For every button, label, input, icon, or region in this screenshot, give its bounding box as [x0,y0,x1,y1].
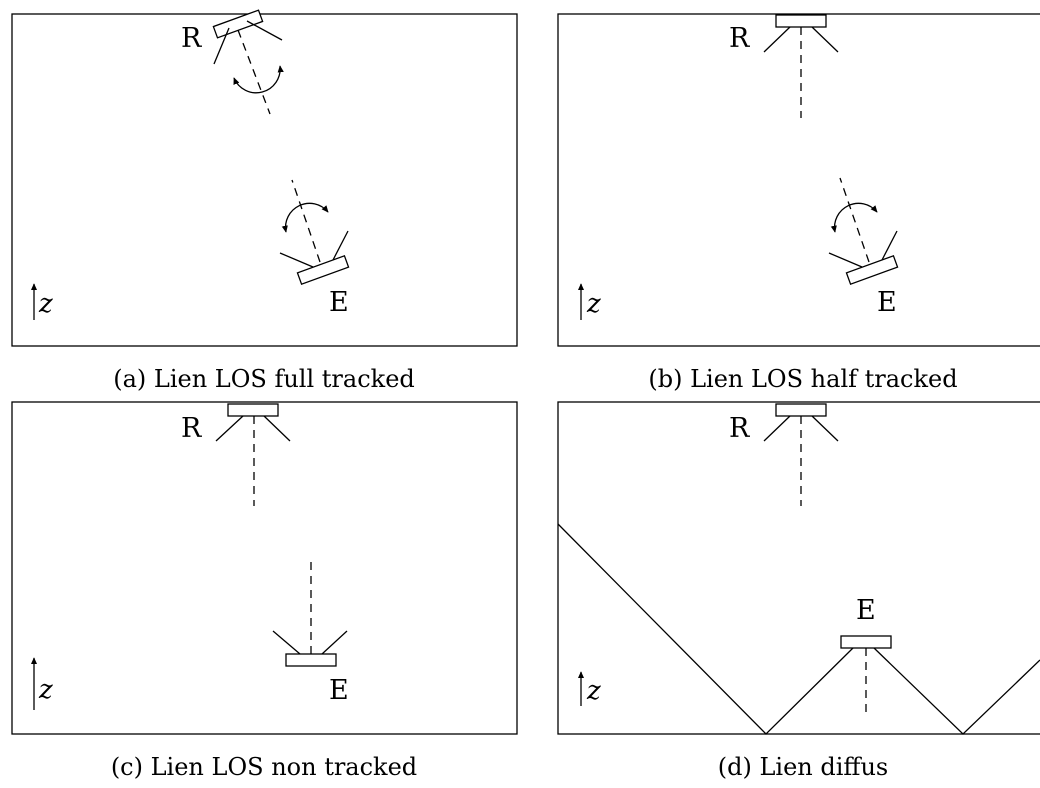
emitter-b-fov-left [828,252,863,268]
caption-d: (d) Lien diffus [718,753,888,781]
z-axis-b-label: z [586,289,601,319]
receiver-c-fov-left [215,415,244,442]
emitter-c-fov-left [272,630,301,655]
emitter-d-body [840,635,892,649]
emitter-b-axis [839,177,870,263]
emitter-a-rotation-arrow [281,202,329,233]
receiver-c-fov-right [263,415,291,442]
z-axis-d-label: z [586,676,601,706]
receiver-c [215,403,291,506]
z-axis-a-label: z [38,289,53,319]
emitter-b-fov-right [881,230,898,261]
panel-c: R E z [11,401,518,735]
panel-a-frame [11,13,518,347]
panel-b: R E z [557,13,1040,347]
caption-c: (c) Lien LOS non tracked [111,753,417,781]
emitter-a-fov-right [332,230,349,261]
receiver-d-body [775,403,827,417]
emitter-b-label: E [877,287,897,318]
panel-b-frame [557,13,1040,347]
receiver-a [212,9,284,115]
emitter-b [828,177,899,286]
panel-c-frame [11,401,518,735]
emitter-c [272,560,348,667]
receiver-a-axis [237,29,271,115]
receiver-b-label: R [729,23,750,54]
receiver-a-rotation-arrow [233,65,284,94]
emitter-b-body [845,254,899,286]
caption-a: (a) Lien LOS full tracked [113,365,415,393]
emitter-a-label: E [329,287,349,318]
receiver-d-fov-left [763,415,791,442]
receiver-c-label: R [181,413,202,444]
emitter-c-fov-right [321,630,348,655]
emitter-a-body [296,254,350,286]
receiver-a-fov-left [213,27,230,65]
receiver-a-body [212,9,264,39]
emitter-c-body [285,653,337,667]
emitter-d [840,635,892,718]
diffuse-ray-right [873,647,1040,735]
receiver-d-fov-right [811,415,839,442]
emitter-a-axis [291,179,321,263]
emitter-a-fov-left [279,252,314,268]
panel-a: R E z [11,9,518,347]
panel-d: R E z [557,401,1040,735]
receiver-a-fov-right [246,20,283,41]
emitter-c-label: E [329,675,349,706]
receiver-a-label: R [181,23,202,54]
receiver-c-body [227,403,279,417]
diffuse-ray-left [557,523,854,735]
caption-b: (b) Lien LOS half tracked [648,365,957,393]
receiver-b-body [775,14,827,28]
z-axis-c-label: z [38,675,53,705]
receiver-d [763,403,839,506]
panel-d-frame [557,401,1040,735]
receiver-d-label: R [729,413,750,444]
emitter-d-label: E [856,595,876,626]
receiver-b-fov-left [763,26,791,53]
receiver-b [763,14,839,118]
emitter-b-rotation-arrow [830,202,878,233]
emitter-a [279,179,350,286]
receiver-b-fov-right [811,26,839,53]
